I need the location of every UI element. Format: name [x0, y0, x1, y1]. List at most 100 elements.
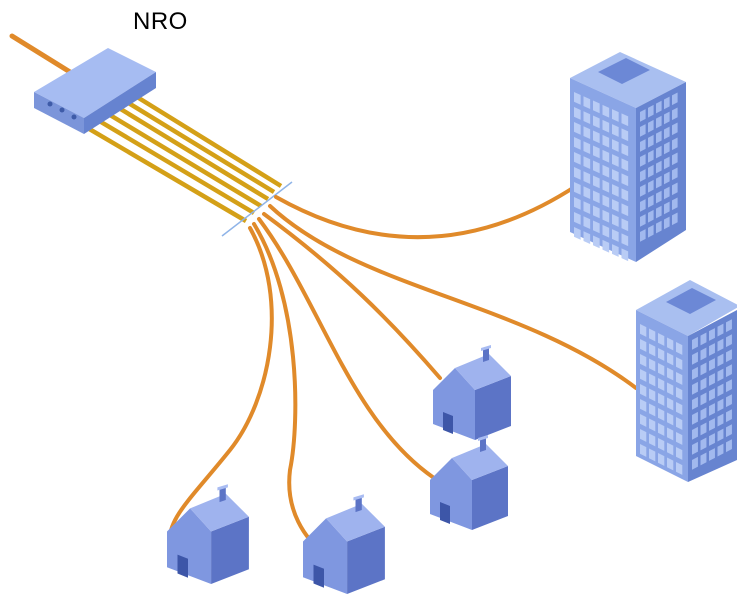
building-window	[664, 141, 670, 155]
building-window	[726, 424, 732, 438]
building-window	[664, 186, 670, 200]
building-window	[640, 139, 646, 152]
bundle-strand	[120, 97, 276, 194]
building-window	[717, 443, 724, 457]
building-window	[649, 418, 656, 432]
fiber-to-house-4	[257, 217, 436, 480]
building-window	[640, 229, 646, 242]
building-window	[692, 396, 698, 410]
building-window	[602, 209, 610, 223]
bundle-strand	[94, 117, 256, 215]
building-window	[676, 342, 683, 355]
building-window	[593, 130, 600, 144]
building-window	[640, 184, 646, 197]
building-window	[649, 433, 656, 447]
building-window	[583, 216, 591, 230]
building-window	[602, 134, 610, 148]
router-port	[47, 101, 53, 107]
building-window	[574, 227, 581, 240]
building-window	[583, 171, 591, 185]
building-window	[602, 164, 610, 178]
building-window	[640, 124, 646, 137]
building-window	[593, 145, 600, 159]
building-window	[621, 158, 629, 172]
building-window	[672, 182, 678, 196]
building-window	[649, 373, 656, 387]
building-windows	[574, 92, 629, 262]
building-window	[672, 122, 678, 136]
building-window	[700, 362, 707, 376]
building-window	[621, 233, 629, 247]
building-window	[656, 145, 662, 159]
building-window	[709, 418, 715, 431]
building-window	[656, 115, 662, 129]
fiber-to-house-1	[167, 226, 274, 550]
router-port	[59, 107, 65, 113]
building-window	[667, 442, 674, 456]
building-window	[640, 384, 647, 397]
building-window	[649, 388, 656, 402]
house-chimney-top	[217, 484, 228, 491]
building-window	[640, 354, 647, 367]
house-icon	[433, 345, 511, 440]
building-window	[648, 134, 654, 148]
building-window	[640, 399, 647, 412]
building-window	[640, 109, 646, 122]
building-window	[583, 231, 591, 245]
house-roof	[190, 493, 249, 532]
building-window	[664, 216, 670, 230]
building-window	[602, 104, 610, 118]
building-window	[640, 199, 646, 212]
building-window	[692, 426, 698, 440]
building-window	[667, 382, 674, 396]
building-windows-side	[640, 92, 678, 242]
building-window	[593, 160, 600, 174]
building-window	[672, 137, 678, 151]
bundle-strand	[127, 90, 283, 188]
building-window	[676, 432, 683, 445]
building-window	[717, 353, 724, 367]
uplink-fiber	[9, 33, 73, 75]
building-window	[593, 205, 600, 219]
building-window	[692, 411, 698, 425]
building-window	[658, 408, 665, 421]
building-window	[574, 152, 581, 165]
building-window	[640, 154, 646, 167]
building-window	[676, 402, 683, 415]
house-door	[313, 564, 324, 588]
fiber-to-building-2	[268, 204, 638, 390]
building-window	[700, 392, 707, 406]
building-window	[692, 366, 698, 380]
building-window	[602, 194, 610, 208]
router-front	[34, 92, 84, 134]
building-window	[583, 111, 591, 125]
house-door	[443, 412, 453, 434]
building-window	[717, 428, 724, 442]
building-window	[593, 100, 600, 114]
building-window	[612, 214, 619, 227]
house-chimney	[219, 487, 226, 503]
house-side-wall	[347, 526, 385, 594]
building-window	[640, 429, 647, 442]
router-top	[34, 48, 156, 118]
building-window	[700, 332, 707, 346]
building-window	[726, 364, 732, 378]
building-window	[667, 457, 674, 471]
building-window	[574, 212, 581, 225]
building-window	[672, 212, 678, 226]
office-building-icon	[570, 52, 686, 262]
building-window	[667, 397, 674, 411]
building-window	[676, 387, 683, 400]
building-window	[676, 372, 683, 385]
bundle-strand	[84, 125, 248, 223]
building-window	[672, 107, 678, 121]
house-roof	[452, 444, 508, 480]
building-window	[621, 218, 629, 232]
building-window	[658, 333, 665, 346]
building-window	[640, 414, 647, 427]
building-window	[583, 126, 591, 140]
building-window	[656, 175, 662, 189]
building-window	[656, 160, 662, 174]
building-window	[717, 398, 724, 412]
